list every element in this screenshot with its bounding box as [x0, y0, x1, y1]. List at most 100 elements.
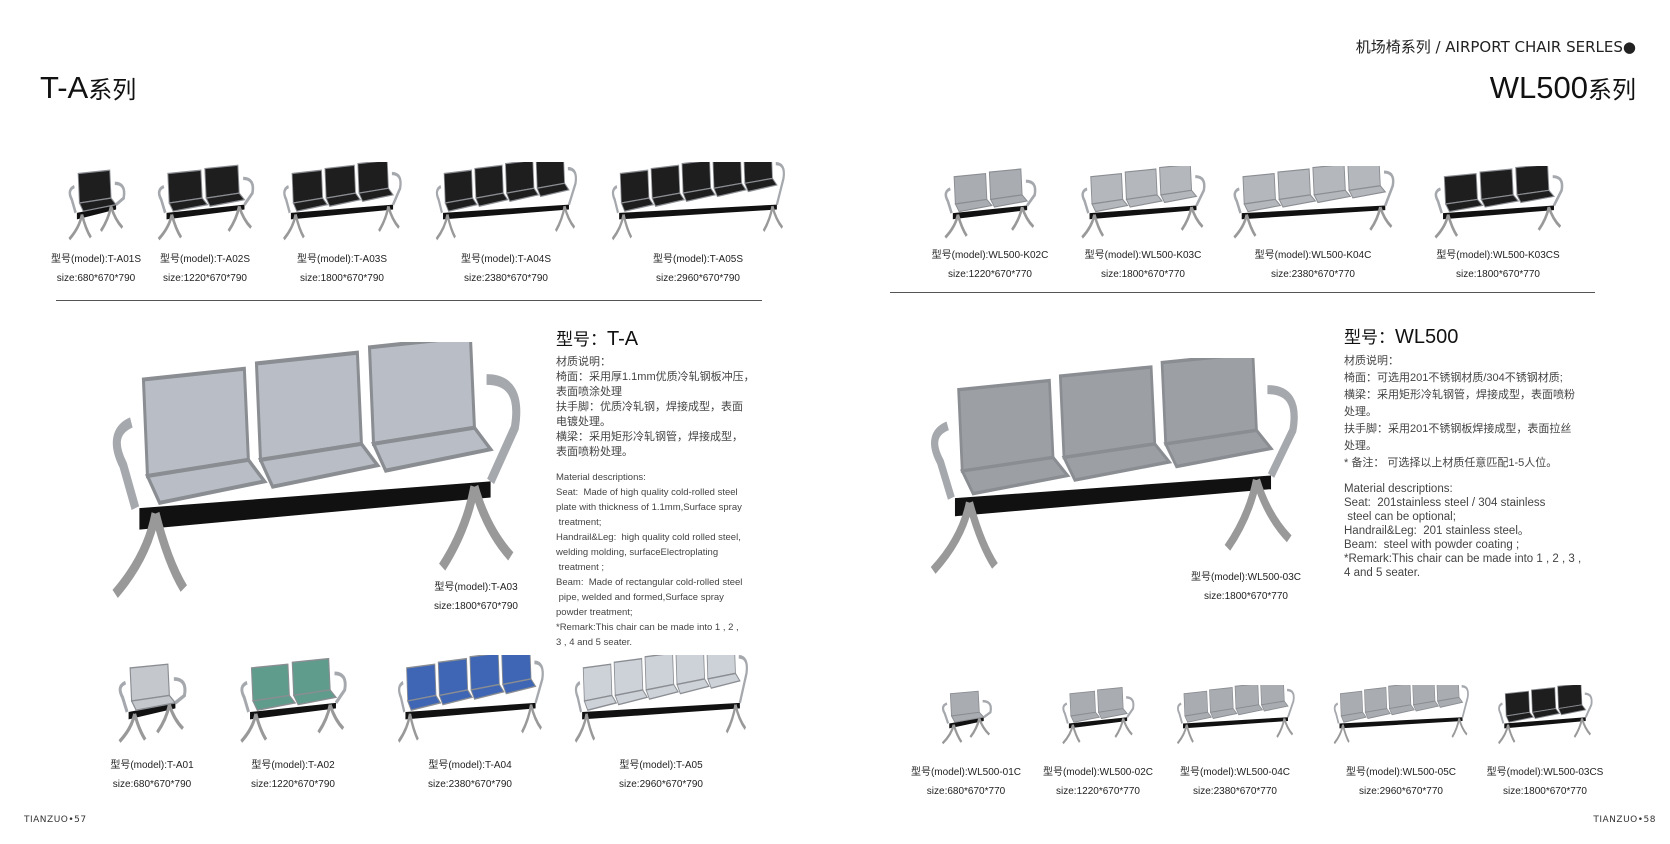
- product-figure: [1494, 685, 1596, 747]
- spec-cn: 材质说明： 椅面：可选用201不锈钢材质/304不锈钢材质; 横梁：采用矩形冷轧钢管…: [1344, 353, 1614, 472]
- product-size: size:1800*670*770: [1204, 591, 1288, 602]
- spec-heading-label: 型号：: [556, 330, 607, 349]
- product-model: 型号(model):T-A02S: [159, 254, 251, 265]
- product-model: 型号(model):T-A02: [251, 760, 335, 771]
- chair-image: [435, 162, 577, 241]
- spec-line: plate with thickness of 1.1mm,Surface sp…: [556, 502, 742, 513]
- chair-image: [240, 657, 347, 743]
- spec-line: steel can be optional;: [1344, 511, 1456, 523]
- chair-image: [1434, 166, 1563, 239]
- product-figure: [915, 358, 1311, 584]
- spec-line: 处理。: [1344, 440, 1377, 452]
- product-size: size:680*670*770: [926, 786, 1006, 797]
- spec-line: *Remark:This chair can be made into 1 , …: [1344, 553, 1582, 565]
- spec-line: 椅面：可选用201不锈钢材质/304不锈钢材质;: [1344, 372, 1563, 384]
- spec-line: 3 , 4 and 5 seater.: [556, 637, 633, 648]
- product-figure: [1330, 685, 1472, 747]
- spec-line: treatment;: [556, 517, 602, 528]
- spec-line: 扶手脚：采用201不锈钢板焊接成型，表面拉丝: [1344, 423, 1572, 435]
- product-model: 型号(model):T-A01S: [50, 254, 142, 265]
- spec-en: Material descriptions:Seat: 201stainless…: [1344, 482, 1614, 580]
- chair-image: [574, 655, 748, 743]
- product-model: 型号(model):WL500-02C: [1042, 767, 1154, 778]
- product-model: 型号(model):WL500-04C: [1179, 767, 1291, 778]
- chair-image: [1062, 686, 1135, 745]
- product-size: size:2380*670*770: [1271, 269, 1355, 280]
- product-size: size:1800*670*770: [1456, 269, 1540, 280]
- product-model: 型号(model):WL500-K03CS: [1436, 250, 1560, 261]
- product-size: size:1800*670*770: [1101, 269, 1185, 280]
- chair-image: [941, 690, 992, 745]
- product-size: size:1800*670*790: [300, 273, 384, 284]
- series-header: 机场椅系列 / AIRPORT CHAIR SERLES●: [1355, 38, 1636, 56]
- chair-image: [1498, 685, 1593, 745]
- product-figure: [937, 685, 996, 747]
- product-size: size:1800*670*790: [434, 601, 518, 612]
- spec-heading-model: WL500: [1395, 326, 1459, 348]
- spec-heading-label: 型号：: [1344, 328, 1395, 347]
- spec-line: Handrail&Leg: high quality cold rolled s…: [556, 532, 741, 543]
- product-size: size:2960*670*790: [656, 273, 740, 284]
- product-model: 型号(model):T-A04S: [460, 254, 552, 265]
- product-figure: [278, 162, 406, 244]
- spec-heading: 型号：T-A: [556, 329, 776, 349]
- spec-line: * 备注： 可选择以上材质任意匹配1-5人位。: [1344, 457, 1558, 469]
- product-model: 型号(model):WL500-05C: [1345, 767, 1457, 778]
- t-a-spec: 型号：T-A 材质说明：椅面：采用厚1.1mm优质冷轧钢板冲压，表面喷涂处理扶手…: [556, 329, 776, 650]
- product-figure: [607, 162, 789, 244]
- spec-heading: 型号：WL500: [1344, 327, 1614, 347]
- chair-image: [930, 358, 1298, 574]
- product-size: size:2960*670*770: [1359, 786, 1443, 797]
- product-figure: [1173, 685, 1298, 747]
- product-figure: [152, 162, 259, 244]
- right-divider: [890, 292, 1595, 293]
- spec-line: pipe, welded and formed,Surface spray: [556, 592, 724, 603]
- spec-line: welding molding, surfaceElectroplating: [556, 547, 719, 558]
- product-figure: [431, 162, 581, 244]
- spec-line: Beam: Made of rectangular cold-rolled st…: [556, 577, 743, 588]
- title-suffix: 系列: [88, 77, 137, 104]
- product-model: 型号(model):WL500-01C: [910, 767, 1022, 778]
- product-size: size:2380*670*790: [464, 273, 548, 284]
- product-size: size:680*670*790: [56, 273, 136, 284]
- spec-line: *Remark:This chair can be made into 1 , …: [556, 622, 739, 633]
- spec-line: Beam: steel with powder coating ;: [1344, 539, 1520, 551]
- product-size: size:1800*670*770: [1503, 786, 1587, 797]
- spec-line: Material descriptions:: [1344, 483, 1453, 495]
- product-model: 型号(model):WL500-03C: [1190, 572, 1302, 583]
- product-model: 型号(model):WL500-K04C: [1254, 250, 1372, 261]
- product-figure: [570, 655, 752, 747]
- title-suffix: 系列: [1588, 77, 1636, 104]
- chair-image: [944, 168, 1037, 239]
- product-model: 型号(model):T-A03: [434, 582, 518, 593]
- title-model: T-A: [40, 70, 89, 105]
- product-model: 型号(model):WL500-03CS: [1486, 767, 1604, 778]
- product-size: size:1220*670*790: [163, 273, 247, 284]
- spec-line: Handrail&Leg: 201 stainless steel。: [1344, 525, 1530, 537]
- product-size: size:2380*670*770: [1193, 786, 1277, 797]
- product-size: size:680*670*790: [112, 779, 192, 790]
- product-size: size:1220*670*790: [251, 779, 335, 790]
- product-model: 型号(model):T-A05: [619, 760, 703, 771]
- spec-cn: 材质说明：椅面：采用厚1.1mm优质冷轧钢板冲压，表面喷涂处理扶手脚：优质冷轧钢…: [556, 355, 776, 460]
- product-figure: [1228, 166, 1399, 242]
- chair-image: [283, 162, 402, 241]
- spec-line: 横梁：采用矩形冷轧钢管，焊接成型，表面喷粉: [1344, 389, 1575, 401]
- chair-image: [1081, 166, 1206, 239]
- chair-image: [1232, 166, 1394, 239]
- product-model: 型号(model):T-A04: [428, 760, 512, 771]
- left-divider: [56, 300, 762, 301]
- spec-line: 表面喷涂处理: [556, 386, 622, 398]
- left-page-title: T-A系列: [40, 70, 136, 106]
- spec-line: 电镀处理。: [556, 416, 611, 428]
- product-figure: [1058, 685, 1138, 747]
- spec-line: 材质说明：: [1344, 355, 1399, 367]
- spec-line: powder treatment;: [556, 607, 633, 618]
- page-number-left: TIANZUO•57: [24, 815, 87, 825]
- chair-image: [157, 164, 254, 241]
- spec-line: 处理。: [1344, 406, 1377, 418]
- product-figure: [234, 655, 352, 747]
- chair-image: [611, 162, 785, 241]
- spec-line: Seat: Made of high quality cold-rolled s…: [556, 487, 738, 498]
- right-page-title: WL500系列: [1490, 70, 1636, 106]
